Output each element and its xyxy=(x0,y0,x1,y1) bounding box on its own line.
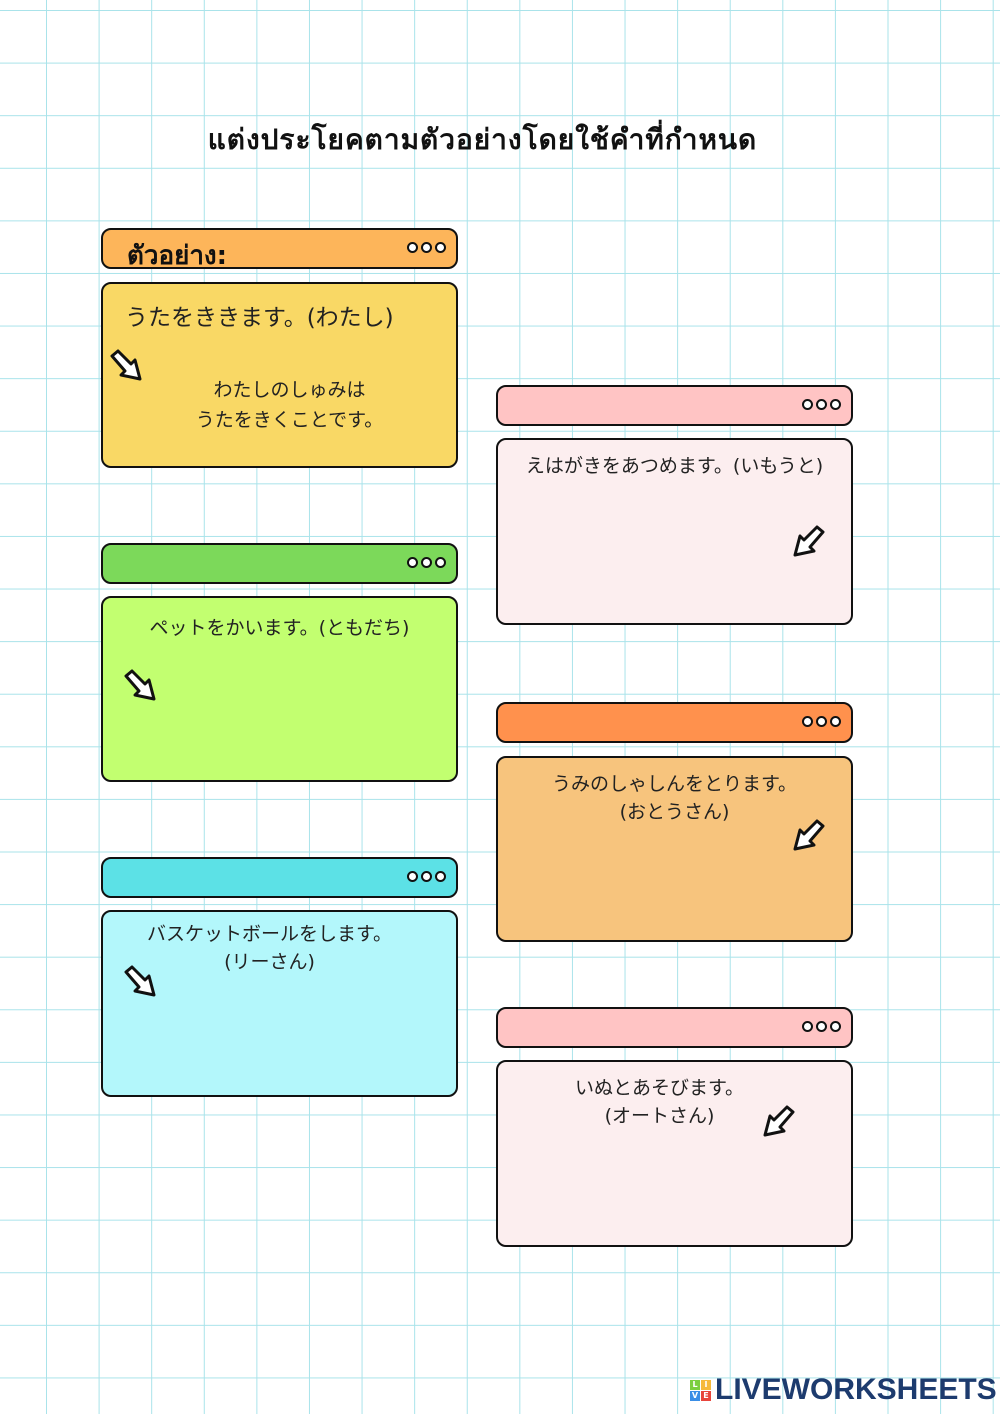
exercise-prompt: えはがきをあつめます。(いもうと) xyxy=(525,455,824,477)
arrow-down-left-icon xyxy=(793,525,825,557)
example-label: ตัวอย่าง: xyxy=(127,241,228,271)
example-card: うたをききます。(わたし) わたしのしゅみは うたをきくことです。 xyxy=(101,282,458,468)
arrow-down-right-icon xyxy=(124,965,156,997)
dots-icon xyxy=(407,871,446,882)
arrow-down-left-icon xyxy=(763,1105,795,1137)
example-answer-line1: わたしのしゅみは xyxy=(213,379,366,401)
arrow-down-right-icon xyxy=(124,669,156,701)
exercise-prompt: うみのしゃしんをとります。 xyxy=(551,773,798,795)
arrow-down-right-icon xyxy=(110,349,142,381)
arrow-down-left-icon xyxy=(793,819,825,851)
dots-icon xyxy=(802,1021,841,1032)
card-header xyxy=(496,702,853,743)
example-answer-line2: うたをきくことです。 xyxy=(195,409,384,431)
example-prompt: うたをききます。(わたし) xyxy=(125,305,394,331)
logo-mark-letter: E xyxy=(701,1390,711,1401)
dots-icon xyxy=(802,399,841,410)
exercise-prompt-line2: (おとうさん) xyxy=(619,801,730,823)
exercise-prompt: バスケットボールをします。 xyxy=(146,923,393,945)
logo-mark-letter: V xyxy=(690,1390,700,1401)
exercise-card[interactable]: ペットをかいます。(ともだち) xyxy=(101,596,458,782)
card-header xyxy=(101,857,458,898)
card-header xyxy=(496,385,853,426)
dots-icon xyxy=(407,242,446,253)
exercise-card[interactable]: いぬとあそびます。 (オートさん) xyxy=(496,1060,853,1247)
logo-mark-letter: I xyxy=(701,1379,711,1390)
logo-mark-letter: L xyxy=(690,1379,700,1390)
example-header: ตัวอย่าง: xyxy=(101,228,458,271)
dots-icon xyxy=(407,557,446,568)
logo-mark-icon: L I V E xyxy=(690,1379,711,1401)
exercise-card[interactable]: うみのしゃしんをとります。 (おとうさん) xyxy=(496,756,853,942)
dots-icon xyxy=(802,716,841,727)
card-header xyxy=(101,543,458,584)
page-title: แต่งประโยคตามตัวอย่างโดยใช้คำที่กำหนด xyxy=(207,123,758,156)
exercise-prompt: いぬとあそびます。 xyxy=(574,1077,745,1099)
liveworksheets-logo: L I V E LIVEWORKSHEETS xyxy=(690,1373,997,1407)
exercise-prompt-line2: (リーさん) xyxy=(224,951,315,973)
logo-text: LIVEWORKSHEETS xyxy=(715,1373,997,1406)
card-header xyxy=(496,1007,853,1048)
exercise-prompt-line2: (オートさん) xyxy=(604,1105,715,1127)
exercise-card[interactable]: バスケットボールをします。 (リーさん) xyxy=(101,910,458,1097)
exercise-card[interactable]: えはがきをあつめます。(いもうと) xyxy=(496,438,853,625)
exercise-prompt: ペットをかいます。(ともだち) xyxy=(149,617,410,639)
